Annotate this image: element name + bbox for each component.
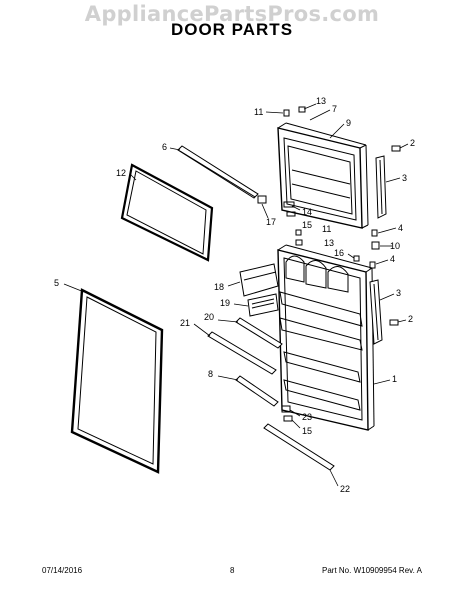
screw-4-lower xyxy=(369,261,376,269)
screw-4-upper xyxy=(371,229,378,237)
upper-handle xyxy=(375,155,387,219)
callout-label: 2 xyxy=(410,138,415,148)
callout-label: 12 xyxy=(116,168,126,178)
callout-label: 4 xyxy=(398,223,403,233)
callout-label: 4 xyxy=(390,254,395,264)
dairy-door xyxy=(239,263,279,297)
callout-label: 22 xyxy=(340,484,350,494)
callout-label: 5 xyxy=(54,278,59,288)
hinge-screw-2-top xyxy=(391,145,401,152)
fresh-food-gasket xyxy=(70,288,164,474)
callout-label: 23 xyxy=(302,412,312,422)
callout-label: 7 xyxy=(332,104,337,114)
callout-label: 10 xyxy=(390,241,400,251)
callout-labels: 11 13 7 9 2 3 6 12 17 14 15 11 13 4 10 1… xyxy=(54,96,415,494)
screw-11-top xyxy=(283,109,290,117)
footer-part-number: Part No. W10909954 Rev. A xyxy=(322,566,422,575)
freezer-gasket xyxy=(120,163,214,262)
callout-label: 16 xyxy=(334,248,344,258)
callout-label: 21 xyxy=(180,318,190,328)
callout-label: 3 xyxy=(402,173,407,183)
screw-11-mid xyxy=(295,229,302,236)
callout-label: 17 xyxy=(266,217,276,227)
part-15-lower xyxy=(283,415,293,422)
callout-label: 2 xyxy=(408,314,413,324)
fresh-food-door xyxy=(277,244,375,431)
callout-label: 11 xyxy=(254,107,263,117)
footer-date: 07/14/2016 xyxy=(42,566,83,575)
footer-page-number: 8 xyxy=(230,566,235,575)
callout-label: 1 xyxy=(392,374,397,384)
shelf-bar-8 xyxy=(235,375,279,407)
callout-label: 20 xyxy=(204,312,214,322)
hinge-screw-2-lower xyxy=(389,319,399,326)
leader-lines xyxy=(63,103,409,487)
callout-label: 6 xyxy=(162,142,167,152)
watermark: AppliancePartsPros.com xyxy=(84,2,380,26)
callout-label: 15 xyxy=(302,426,312,436)
callout-label: 19 xyxy=(220,298,230,308)
part-15-upper xyxy=(286,211,296,217)
plug-13-mid xyxy=(295,239,303,246)
shelf-bar-20 xyxy=(235,317,283,349)
callout-label: 13 xyxy=(316,96,326,106)
callout-label: 15 xyxy=(302,220,312,230)
page-title: DOOR PARTS xyxy=(170,20,294,39)
shelf-bar-21 xyxy=(207,331,277,375)
part-10 xyxy=(371,241,380,250)
plug-13-top xyxy=(298,106,306,113)
freezer-door xyxy=(277,122,369,229)
bottom-bar-22 xyxy=(263,423,335,471)
callout-label: 18 xyxy=(214,282,224,292)
callout-label: 8 xyxy=(208,369,213,379)
part-14 xyxy=(283,201,295,208)
lower-handle xyxy=(369,279,383,345)
part-23 xyxy=(281,405,291,413)
callout-label: 14 xyxy=(302,207,312,217)
callout-label: 9 xyxy=(346,118,351,128)
callout-label: 3 xyxy=(396,288,401,298)
part-16 xyxy=(353,255,360,262)
freezer-shelf-bar xyxy=(177,145,259,199)
callout-label: 13 xyxy=(324,238,334,248)
callout-label: 11 xyxy=(322,224,331,234)
part-17 xyxy=(257,195,267,204)
dairy-label xyxy=(247,293,279,317)
